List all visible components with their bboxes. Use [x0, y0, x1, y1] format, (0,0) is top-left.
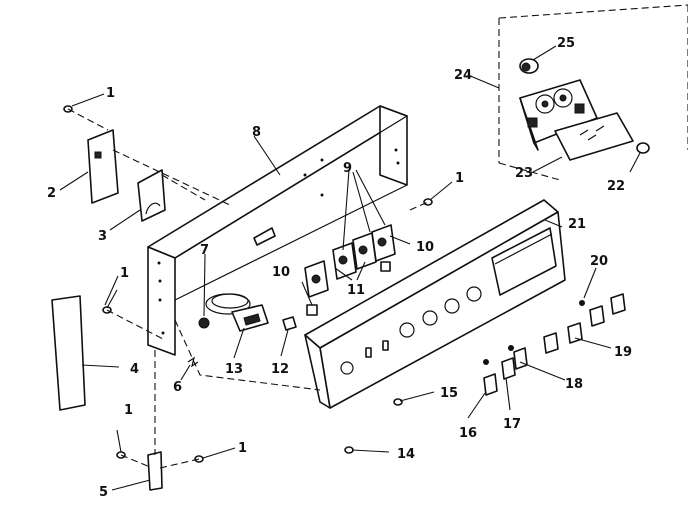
part-19-knobs [543, 293, 626, 354]
callout-12: 12 [271, 362, 289, 377]
part-10-socket-a [304, 260, 329, 298]
callout-labels: 1 2 3 4 5 6 7 8 9 10 10 11 12 13 14 15 1… [47, 36, 632, 500]
part-9-switch-c [371, 224, 396, 262]
callout-13: 13 [225, 362, 243, 377]
part-2-bracket [87, 129, 119, 204]
part-17-knob [501, 357, 516, 380]
part-12-clip [282, 316, 297, 331]
callout-18: 18 [565, 377, 583, 392]
callout-9: 9 [343, 161, 352, 176]
callout-1-c: 1 [120, 266, 129, 281]
callout-21: 21 [568, 217, 586, 232]
callout-10-b: 10 [272, 265, 290, 280]
part-25-cap [519, 58, 539, 74]
callout-1-b: 1 [455, 171, 464, 186]
leader-lines [59, 45, 641, 491]
part-24-switch-housing [519, 79, 598, 151]
part-23-plate [554, 112, 634, 161]
callout-23: 23 [515, 166, 533, 181]
callout-6: 6 [173, 380, 182, 395]
part-5-bracket [147, 451, 163, 491]
part-4-end-cap [51, 295, 86, 411]
part-18-knob [513, 347, 528, 370]
part-21-control-panel [304, 199, 566, 409]
callout-2: 2 [47, 186, 56, 201]
callout-3: 3 [98, 229, 107, 244]
callout-5: 5 [99, 485, 108, 500]
assembly-24-box [498, 4, 688, 181]
callout-20: 20 [590, 254, 608, 269]
callout-15: 15 [440, 386, 458, 401]
callout-19: 19 [614, 345, 632, 360]
callout-22: 22 [607, 179, 625, 194]
callout-14: 14 [397, 447, 415, 462]
part-20-washers [483, 300, 585, 365]
callout-10: 10 [416, 240, 434, 255]
callout-25: 25 [557, 36, 575, 51]
callout-8: 8 [252, 125, 261, 140]
callout-4: 4 [130, 362, 139, 377]
part-3-bracket [137, 169, 166, 222]
callout-1: 1 [106, 86, 115, 101]
callout-11: 11 [347, 283, 365, 298]
part-22-knob [636, 142, 650, 154]
part-9-switch-b [352, 232, 377, 270]
part-8-rear-panel [147, 105, 408, 356]
assembly-lines [67, 108, 429, 469]
part-16-knob [483, 373, 498, 396]
callout-17: 17 [503, 417, 521, 432]
callout-16: 16 [459, 426, 477, 441]
callout-7: 7 [200, 243, 209, 258]
part-7-grommet [198, 317, 210, 329]
callout-1-e: 1 [238, 441, 247, 456]
callout-24: 24 [454, 68, 472, 83]
part-13-lamp-socket [205, 293, 269, 332]
callout-1-d: 1 [124, 403, 133, 418]
screws [63, 105, 433, 463]
part-9-switch-a [332, 242, 357, 280]
